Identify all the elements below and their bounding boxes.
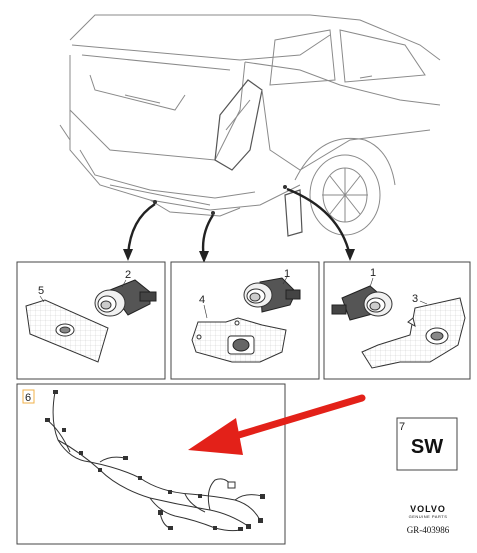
callout-1-center: 1 bbox=[284, 268, 290, 280]
panel-right: 1 3 bbox=[323, 261, 471, 380]
brand-logo: VOLVO bbox=[410, 504, 446, 514]
leader-line-left bbox=[126, 202, 156, 257]
bracket-part-4 bbox=[191, 317, 287, 363]
panel-center: 1 4 bbox=[170, 261, 320, 380]
callout-6: 6 bbox=[25, 392, 31, 404]
car-illustration bbox=[59, 14, 441, 237]
bracket-part-5 bbox=[25, 299, 109, 363]
bracket-part-3 bbox=[361, 297, 466, 369]
callout-1-right: 1 bbox=[370, 267, 376, 279]
diagram-code: GR-403986 bbox=[407, 525, 450, 535]
brand-subtitle: GENUINE PARTS bbox=[409, 514, 448, 519]
parking-sensor-part-1-center bbox=[243, 277, 301, 313]
callout-2: 2 bbox=[125, 269, 131, 281]
wiring-connectors bbox=[45, 390, 265, 531]
variant-code-label: SW bbox=[411, 436, 443, 458]
leader-line-right bbox=[286, 187, 352, 257]
panel-variant-code: 7 SW bbox=[396, 417, 458, 471]
callout-7: 7 bbox=[399, 421, 405, 433]
parking-sensor-part-1-right bbox=[331, 285, 393, 321]
parking-sensor-part-2 bbox=[94, 279, 157, 317]
highlight-arrow bbox=[188, 394, 366, 455]
brand-block: VOLVO GENUINE PARTS GR-403986 bbox=[407, 504, 450, 535]
leader-lines bbox=[123, 187, 355, 263]
callout-5: 5 bbox=[38, 285, 44, 297]
callout-3: 3 bbox=[412, 293, 418, 305]
panel-wiring: 6 bbox=[16, 383, 286, 545]
panel-left: 5 2 bbox=[16, 261, 166, 380]
callout-4: 4 bbox=[199, 294, 205, 306]
